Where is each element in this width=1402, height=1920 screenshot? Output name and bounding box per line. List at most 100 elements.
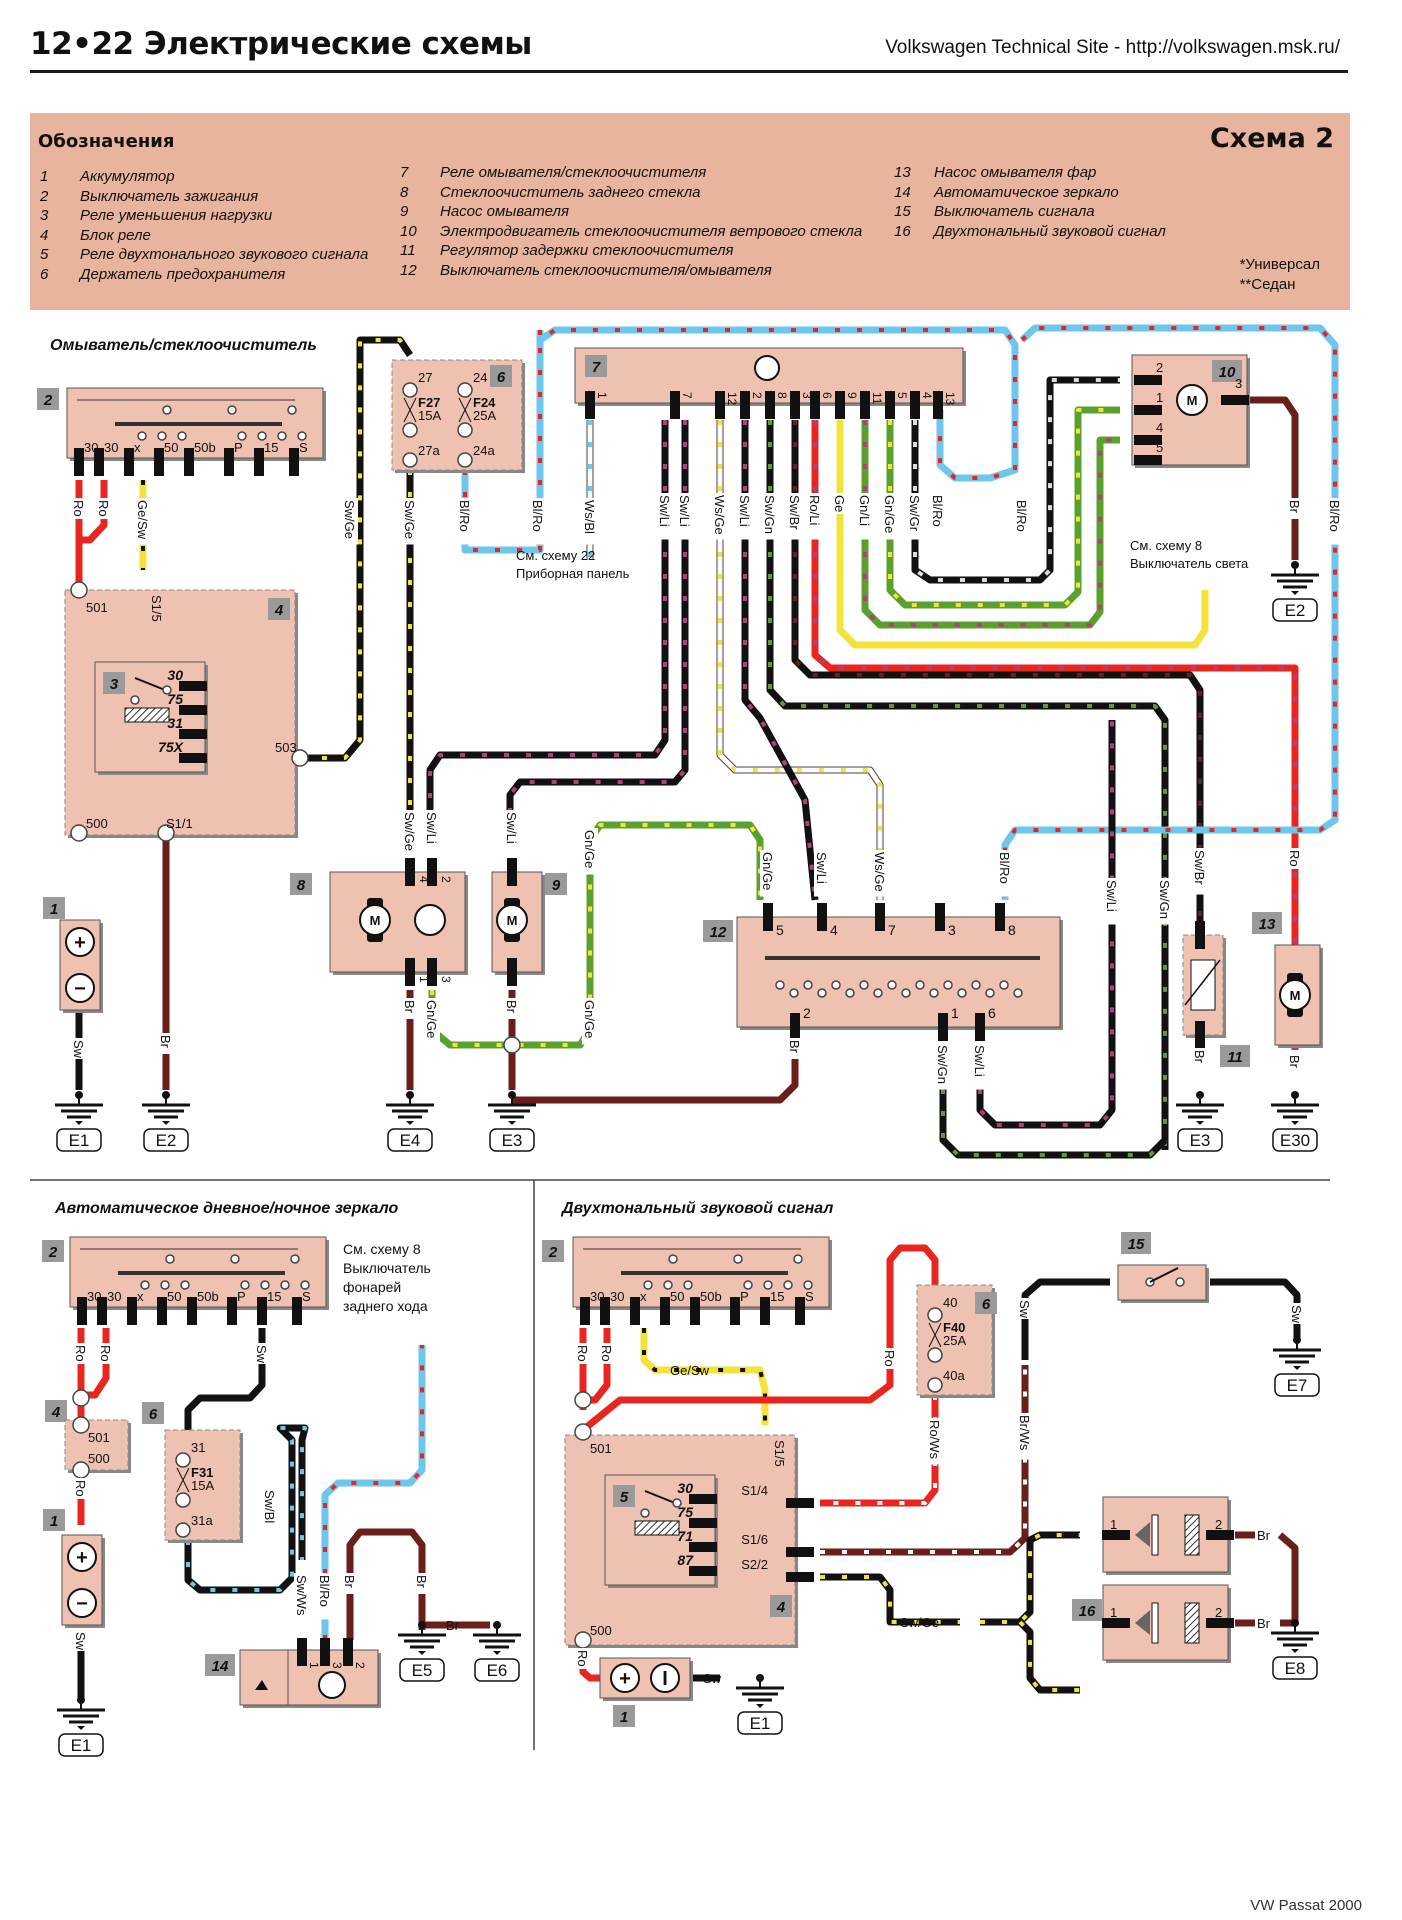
legend-item: 10 Электродвигатель стеклоочистителя ветр… — [400, 222, 862, 242]
connector-pin — [786, 1547, 814, 1557]
connector-pin — [1195, 1021, 1205, 1049]
junction-node — [260, 1280, 270, 1290]
connector-pin — [1134, 375, 1162, 385]
terminal-500: 500 — [88, 1451, 110, 1466]
transistor-icon — [318, 1671, 346, 1699]
relay-terminal-label: 75 — [677, 1504, 693, 1520]
motor-icon — [1279, 979, 1311, 1011]
connector-pin — [343, 1638, 353, 1666]
site-link[interactable]: Volkswagen Technical Site - http://volks… — [885, 37, 1340, 58]
connector-pin — [690, 1297, 700, 1325]
ignition-terminal-label: 30 — [104, 440, 118, 455]
tag-wiper-motor-text: 10 — [1219, 364, 1236, 381]
connector-pin — [1134, 405, 1162, 415]
label-bg — [530, 498, 546, 545]
connector-pin — [786, 1572, 814, 1582]
battery-sign: + — [76, 1547, 88, 1569]
connector-pin — [405, 958, 415, 986]
switch12-pin-label: 3 — [948, 922, 956, 938]
ground-label: E8 — [1285, 1659, 1306, 1678]
connector-pin — [835, 391, 845, 419]
ground-arrow — [1293, 1366, 1301, 1370]
battery-terminal — [65, 973, 95, 1003]
wire-br-ws-tracer — [820, 1365, 1027, 1554]
switch12-pin-label: 8 — [1008, 922, 1016, 938]
wire-label: Gn/Ge — [760, 852, 775, 890]
connector-pin — [660, 1297, 670, 1325]
connector-pin — [860, 391, 870, 419]
tag-headlamp-pump-text: 13 — [1259, 916, 1276, 933]
wire-label: Br — [504, 1000, 519, 1014]
wires-layer — [75, 324, 1339, 1700]
tag-relay-block-3-text: 4 — [776, 1599, 786, 1616]
legend-item-number: 9 — [400, 203, 409, 220]
label-bg — [1287, 848, 1303, 869]
pin-label: 2 — [1215, 1605, 1222, 1620]
legend-item-number: 11 — [400, 242, 416, 259]
junction-node — [859, 980, 869, 990]
label-bg — [737, 493, 753, 540]
junction-node — [672, 1498, 682, 1508]
ground-label: E4 — [400, 1131, 421, 1150]
wire-label: Br — [402, 1000, 417, 1014]
connector-pin — [630, 1297, 640, 1325]
wire-sw-gr — [911, 376, 1120, 584]
relay-block-terminal: S1/4 — [741, 1483, 768, 1498]
relay7-pin-label: 2 — [750, 392, 764, 399]
connector-pin — [254, 448, 264, 476]
junction-node — [503, 1036, 521, 1054]
tag-ignition — [37, 388, 59, 410]
switch12-pin-label: 1 — [951, 1005, 959, 1021]
legend-item-label: Реле двухтонального звукового сигнала — [80, 246, 369, 263]
legend-item-number: 13 — [894, 164, 911, 181]
ground-arrow — [508, 1121, 516, 1125]
wiper-switch-12 — [736, 916, 1061, 1028]
label-bg — [1104, 878, 1120, 925]
junction-node — [985, 988, 995, 998]
junction-node — [162, 405, 172, 415]
tag-mirror — [205, 1654, 235, 1676]
terminal-503: 503 — [275, 740, 297, 755]
connector-pin — [786, 1498, 814, 1508]
wire-label: Sw/Gr — [907, 495, 922, 532]
wire-label: Ro — [73, 1345, 88, 1362]
junction-node — [162, 685, 172, 695]
ignition-terminal-label: 50 — [164, 440, 178, 455]
ground-label: E3 — [1190, 1131, 1211, 1150]
connector-pin — [320, 1638, 330, 1666]
wire-gn-ge-pump — [428, 821, 764, 1049]
ignition-terminal-label: P — [237, 1289, 246, 1304]
legend-item-number: 10 — [400, 222, 417, 240]
wire-label: Sw/Br — [787, 495, 802, 530]
label-bg — [1192, 1048, 1208, 1069]
legend-item-label: Электродвигатель стеклоочистителя ветров… — [440, 222, 863, 240]
tag-ignition-text: 2 — [43, 392, 53, 409]
switch12-pin-label: 7 — [888, 922, 896, 938]
junction-node — [845, 988, 855, 998]
relay7-pin-label: 8 — [775, 392, 789, 399]
connector-pin — [760, 1297, 770, 1325]
legend-notes: *Универсал **Седан — [1240, 255, 1320, 295]
wire-sw-li-12 — [976, 720, 1116, 1129]
page-title: 12•22 Электрические схемы — [30, 26, 532, 62]
junction-node — [927, 1377, 943, 1393]
wire-label: Ro — [71, 500, 86, 517]
wire-label: Bl/Ro — [997, 852, 1012, 884]
wire-label: Br — [342, 1575, 357, 1589]
fuse-id: F27 — [418, 395, 440, 410]
junction-node — [70, 824, 88, 842]
wire-label: Sw/Bl — [262, 1490, 277, 1523]
label-bg — [73, 1630, 89, 1651]
junction-node — [300, 1280, 310, 1290]
connector-pin — [910, 391, 920, 419]
junction-node — [971, 980, 981, 990]
label-bg — [857, 493, 873, 540]
wire-label: Ro — [98, 1345, 113, 1362]
label-bg — [424, 998, 440, 1045]
switch12-pin-label: 2 — [803, 1005, 811, 1021]
fuse-out-label: 40a — [943, 1368, 965, 1383]
wire-label: Ro — [882, 1350, 897, 1367]
label-bg — [787, 1038, 803, 1059]
